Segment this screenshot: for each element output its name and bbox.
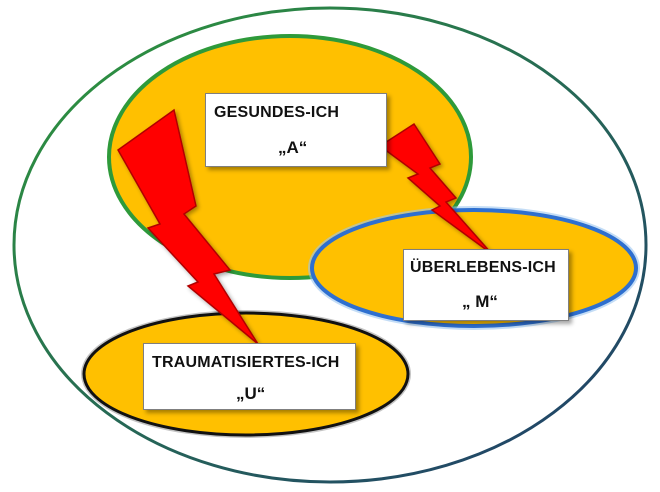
traumatisiertes-ich-letter: „U“: [236, 384, 266, 403]
ueberlebens-ich-title: ÜBERLEBENS-ICH: [410, 259, 556, 276]
ueberlebens-ich-letter: „ M“: [462, 292, 498, 311]
lightning-bolt-icon: [378, 122, 493, 255]
gesundes-ich-box: GESUNDES-ICH „A“: [205, 93, 387, 167]
gesundes-ich-letter: „A“: [278, 138, 308, 157]
ueberlebens-ich-box: ÜBERLEBENS-ICH „ M“: [403, 249, 569, 321]
lightning-bolt-icon: [117, 108, 259, 345]
traumatisiertes-ich-box: TRAUMATISIERTES-ICH „U“: [143, 343, 356, 410]
gesundes-ich-title: GESUNDES-ICH: [214, 104, 340, 121]
traumatisiertes-ich-title: TRAUMATISIERTES-ICH: [152, 354, 340, 371]
